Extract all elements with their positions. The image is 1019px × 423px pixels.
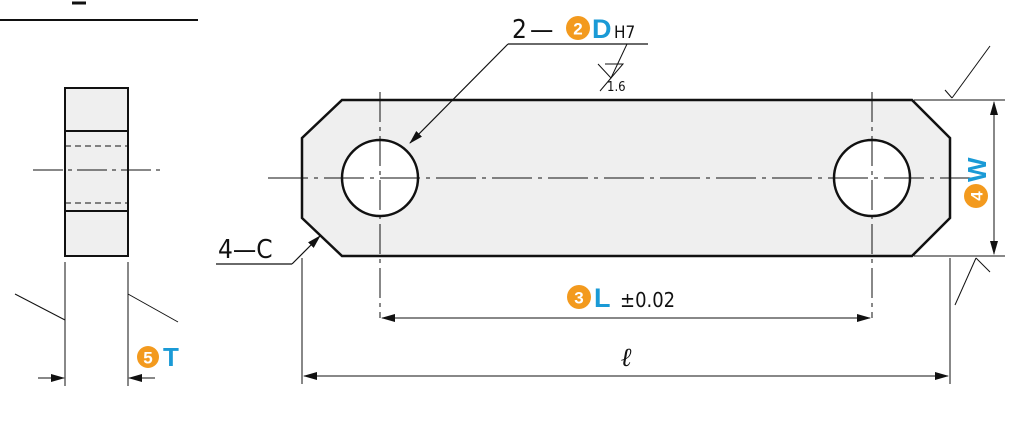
thickness-label: 5 T — [137, 342, 179, 372]
width-label: 4 W — [962, 157, 992, 208]
roughness-value: 1.6 — [607, 80, 626, 95]
thickness-letter: T — [163, 342, 179, 372]
side-view — [33, 87, 160, 257]
hole-tolerance: H7 — [614, 23, 635, 43]
hole-letter: D — [592, 14, 612, 44]
roughness-symbol — [597, 43, 628, 92]
chamfer-leader — [216, 235, 321, 265]
width-badge-number: 4 — [968, 191, 987, 201]
top-view — [268, 92, 980, 318]
badge-2-icon — [566, 16, 590, 40]
title-rule — [0, 1, 198, 21]
width-letter: W — [962, 157, 992, 182]
hole-dash: — — [530, 15, 553, 45]
chamfer-callout: 4—C — [218, 235, 273, 265]
hole-badge-number: 2 — [573, 20, 582, 39]
length-badge-number: 3 — [574, 289, 583, 308]
overall-length-dimension — [301, 258, 951, 384]
thickness-dimension — [14, 262, 179, 386]
badge-4-icon — [964, 184, 988, 208]
length-letter: L — [594, 283, 611, 313]
length-tolerance: ±0.02 — [620, 288, 675, 312]
hole-qty: 2 — [512, 15, 527, 45]
hole-callout-leader — [409, 43, 648, 144]
overall-length-symbol: ℓ — [621, 343, 632, 373]
width-dimension — [914, 45, 1005, 306]
badge-3-icon — [567, 285, 591, 309]
length-label: 3 L ±0.02 — [567, 283, 675, 313]
badge-5-icon — [137, 346, 159, 368]
hole-callout: 2 — 2 D H7 — [512, 14, 635, 45]
thickness-badge-number: 5 — [143, 349, 152, 368]
